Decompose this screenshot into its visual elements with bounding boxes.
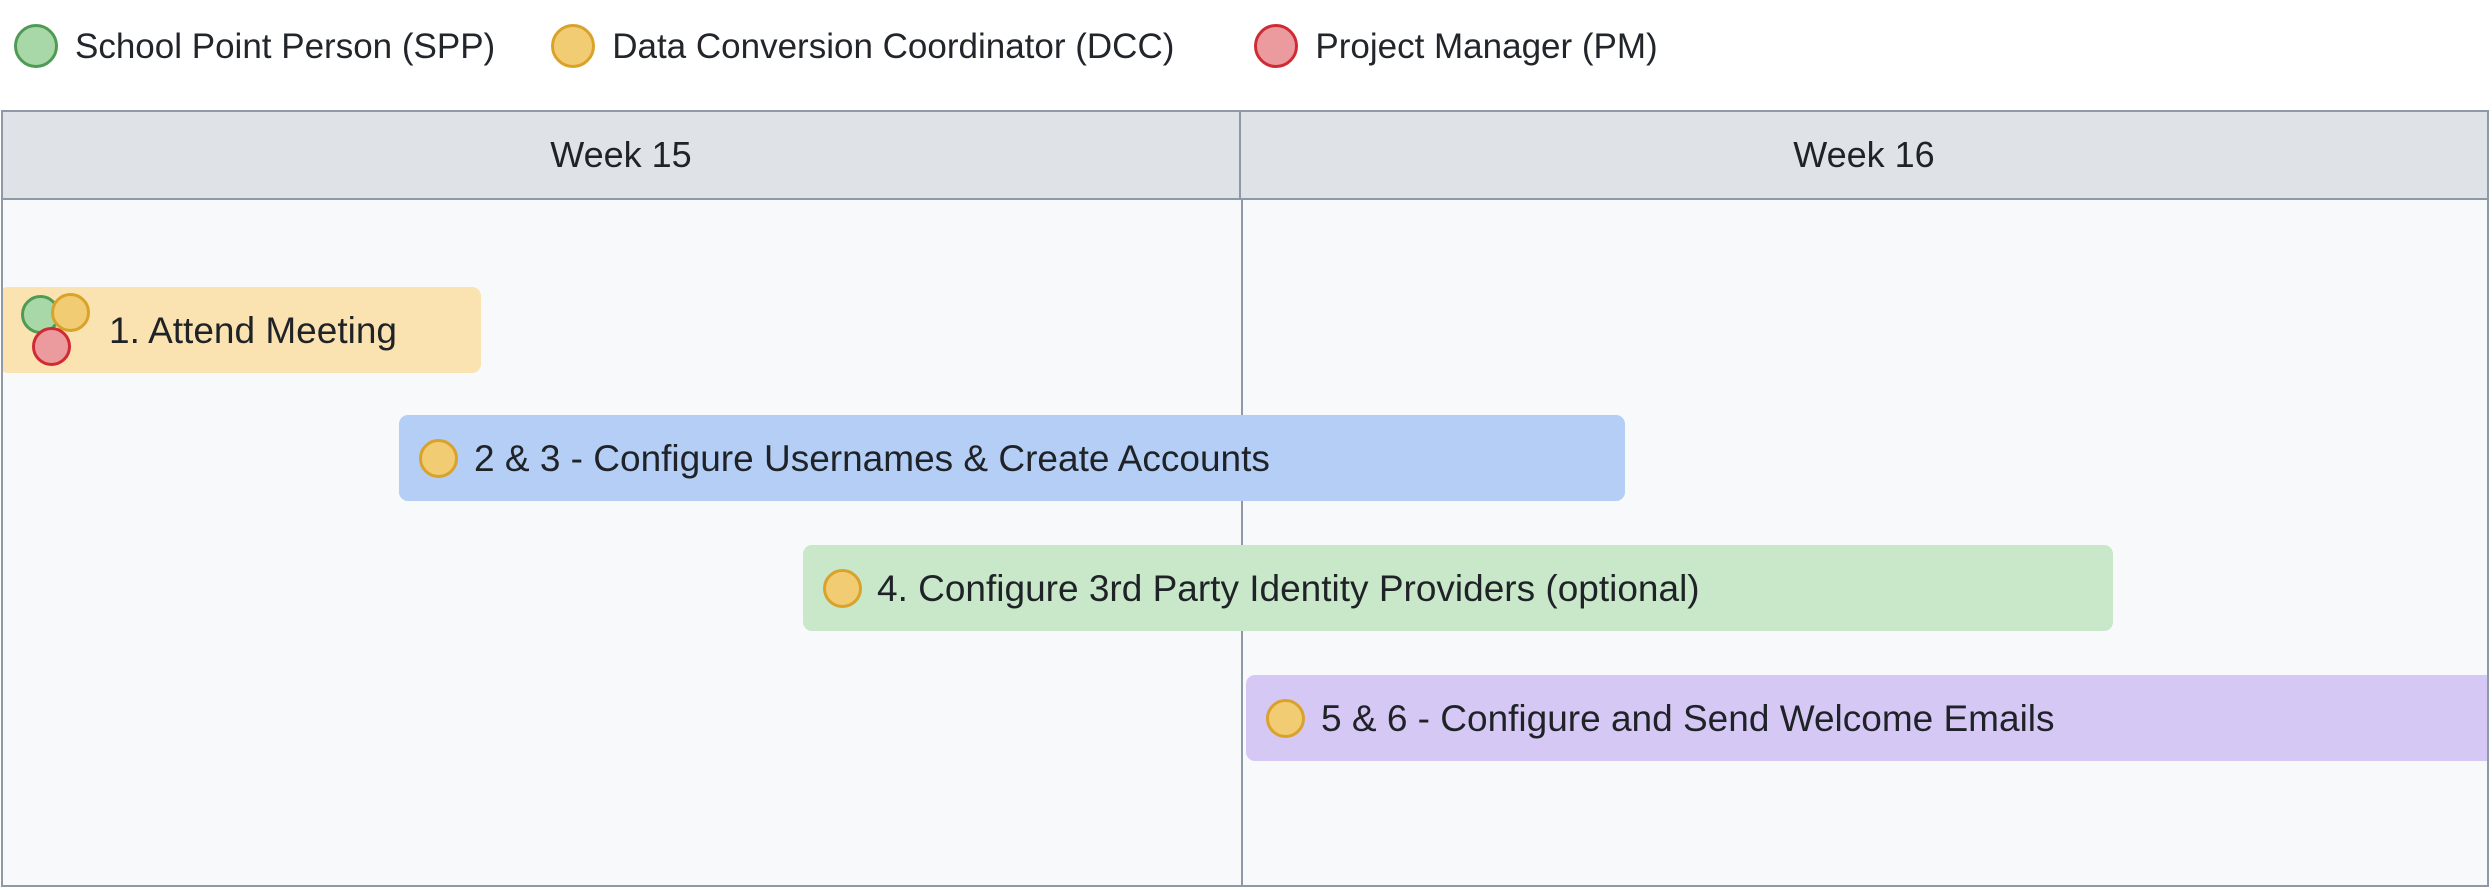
dcc-circle-icon (823, 568, 862, 608)
legend-item-dcc: Data Conversion Coordinator (DCC) (551, 24, 1174, 68)
legend-label-pm: Project Manager (PM) (1315, 26, 1658, 66)
column-header-week-16-label: Week 16 (1793, 134, 1935, 175)
column-header-week-16: Week 16 (1241, 112, 2487, 198)
timeline-table: Week 15 Week 16 1. Attend Meeting (1, 110, 2489, 887)
week-column-divider (1241, 200, 1243, 885)
task-bar-welcome-emails[interactable]: 5 & 6 - Configure and Send Welcome Email… (1246, 675, 2487, 761)
pm-circle-icon (32, 327, 71, 366)
legend-label-dcc: Data Conversion Coordinator (DCC) (612, 26, 1175, 66)
dcc-circle-icon (551, 24, 596, 68)
role-legend: School Point Person (SPP) Data Conversio… (0, 0, 2492, 92)
task-bar-configure-identity-providers[interactable]: 4. Configure 3rd Party Identity Provider… (803, 545, 2113, 631)
task-bar-attend-meeting[interactable]: 1. Attend Meeting (3, 287, 481, 373)
pm-circle-icon (1254, 24, 1299, 68)
task-bar-configure-usernames[interactable]: 2 & 3 - Configure Usernames & Create Acc… (399, 415, 1625, 501)
column-header-week-15-label: Week 15 (550, 134, 692, 175)
spp-circle-icon (14, 24, 58, 68)
legend-item-pm: Project Manager (PM) (1254, 24, 1658, 68)
legend-item-spp: School Point Person (SPP) (14, 24, 495, 68)
column-header-week-15: Week 15 (3, 112, 1241, 198)
task-role-group (823, 568, 862, 608)
task-label: 5 & 6 - Configure and Send Welcome Email… (1321, 697, 2055, 739)
task-label: 1. Attend Meeting (109, 309, 397, 351)
task-label: 2 & 3 - Configure Usernames & Create Acc… (474, 437, 1270, 479)
timeline-header-row: Week 15 Week 16 (3, 112, 2487, 200)
dcc-circle-icon (1266, 698, 1305, 738)
timeline-body: 1. Attend Meeting 2 & 3 - Configure User… (3, 200, 2487, 885)
legend-label-spp: School Point Person (SPP) (75, 26, 496, 66)
dcc-circle-icon (419, 438, 458, 478)
task-role-group (3, 287, 95, 373)
task-role-group (419, 438, 458, 478)
dcc-circle-icon (51, 293, 90, 332)
task-role-group (1266, 698, 1305, 738)
task-label: 4. Configure 3rd Party Identity Provider… (877, 567, 1700, 609)
